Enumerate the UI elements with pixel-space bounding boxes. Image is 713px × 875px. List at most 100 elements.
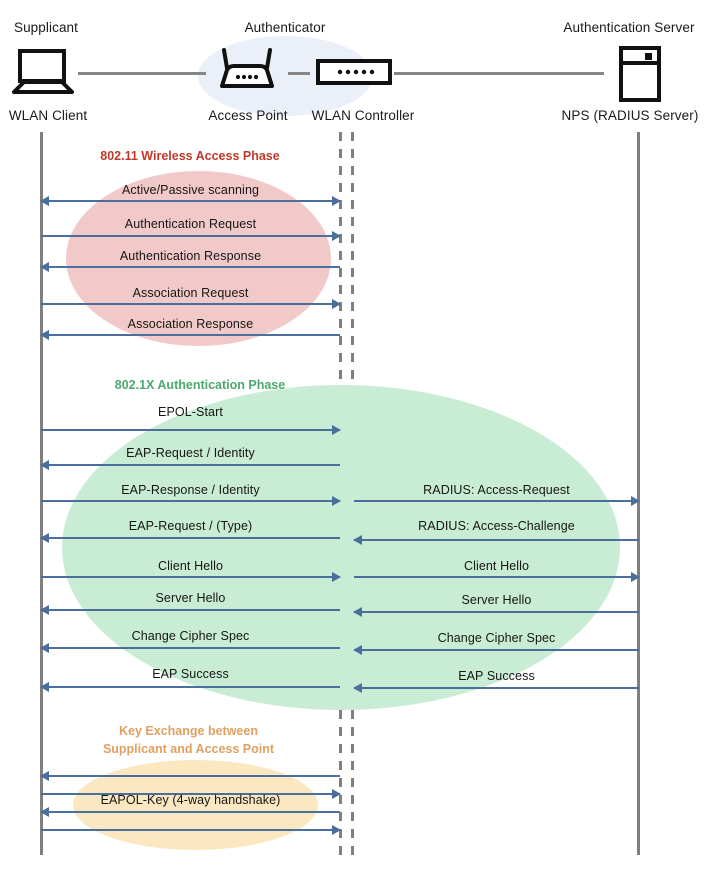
lifeline-supplicant bbox=[40, 132, 43, 855]
arrow-shaft bbox=[41, 647, 340, 649]
arrow-head-left bbox=[353, 645, 362, 655]
arrow-shaft bbox=[41, 500, 340, 502]
lifeline-auth-server bbox=[637, 132, 640, 855]
arrow-shaft bbox=[41, 793, 340, 795]
arrow-head-left bbox=[353, 607, 362, 617]
message-arrow-client-hello-left bbox=[41, 572, 341, 582]
phase-caption-key-exchange-line2: Supplicant and Access Point bbox=[102, 742, 275, 756]
arrow-shaft bbox=[41, 334, 340, 336]
arrow-head-right bbox=[332, 425, 341, 435]
message-label-eapol-key-4way-handshake: EAPOL-Key (4-way handshake) bbox=[100, 793, 281, 807]
laptop-icon bbox=[12, 48, 74, 101]
actor-device-nps-radius-server: NPS (RADIUS Server) bbox=[561, 108, 699, 123]
arrow-shaft bbox=[41, 266, 340, 268]
message-arrow-keyexchange-3 bbox=[40, 807, 340, 817]
message-label-client-hello-left: Client Hello bbox=[157, 559, 224, 573]
message-arrow-association-response bbox=[40, 330, 340, 340]
phase-caption-dot1x-authentication: 802.1X Authentication Phase bbox=[114, 378, 286, 392]
message-label-change-cipher-spec-right: Change Cipher Spec bbox=[437, 631, 556, 645]
arrow-head-right bbox=[332, 825, 341, 835]
actor-role-authentication-server: Authentication Server bbox=[563, 20, 695, 35]
server-icon bbox=[618, 45, 662, 108]
arrow-head-left bbox=[40, 262, 49, 272]
arrow-head-left bbox=[40, 605, 49, 615]
message-arrow-epol-start bbox=[41, 425, 341, 435]
wlan-controller-icon bbox=[316, 58, 392, 91]
message-label-authentication-response: Authentication Response bbox=[119, 249, 262, 263]
arrow-head-right bbox=[332, 196, 341, 206]
arrow-head-left bbox=[353, 683, 362, 693]
wire-controller-to-nps bbox=[394, 72, 604, 75]
message-label-client-hello-right: Client Hello bbox=[463, 559, 530, 573]
arrow-head-right bbox=[332, 572, 341, 582]
message-arrow-keyexchange-2 bbox=[41, 789, 341, 799]
arrow-head-left bbox=[40, 643, 49, 653]
message-arrow-keyexchange-1 bbox=[40, 771, 340, 781]
message-label-eap-response-identity: EAP-Response / Identity bbox=[121, 483, 260, 497]
message-label-epol-start: EPOL-Start bbox=[158, 405, 223, 419]
arrow-shaft bbox=[41, 576, 340, 578]
message-arrow-active-passive-scanning bbox=[40, 196, 341, 206]
arrow-shaft bbox=[354, 649, 639, 651]
arrow-shaft bbox=[41, 537, 340, 539]
message-label-association-response: Association Response bbox=[127, 317, 254, 331]
arrow-head-right bbox=[332, 789, 341, 799]
arrow-shaft bbox=[41, 200, 340, 202]
arrow-shaft bbox=[354, 611, 639, 613]
message-label-eap-request-type: EAP-Request / (Type) bbox=[128, 519, 253, 533]
arrow-shaft bbox=[354, 576, 639, 578]
arrow-shaft bbox=[354, 687, 639, 689]
arrow-shaft bbox=[354, 539, 639, 541]
message-label-association-request: Association Request bbox=[132, 286, 249, 300]
message-arrow-authentication-request bbox=[41, 231, 341, 241]
arrow-head-right bbox=[631, 496, 640, 506]
message-label-eap-success-right: EAP Success bbox=[458, 669, 535, 683]
message-label-server-hello-right: Server Hello bbox=[461, 593, 532, 607]
message-arrow-radius-access-challenge bbox=[353, 535, 639, 545]
arrow-shaft bbox=[41, 303, 340, 305]
actor-role-authenticator: Authenticator bbox=[244, 20, 326, 35]
message-arrow-server-hello-left bbox=[40, 605, 340, 615]
wire-client-to-ap bbox=[78, 72, 206, 75]
arrow-shaft bbox=[41, 464, 340, 466]
arrow-shaft bbox=[41, 686, 340, 688]
arrow-head-left bbox=[40, 460, 49, 470]
arrow-head-right bbox=[332, 231, 341, 241]
message-arrow-change-cipher-spec-right bbox=[353, 645, 639, 655]
message-arrow-keyexchange-4 bbox=[41, 825, 341, 835]
arrow-shaft bbox=[41, 429, 340, 431]
message-arrow-eap-request-type bbox=[40, 533, 340, 543]
wire-ap-to-controller bbox=[288, 72, 310, 75]
arrow-head-left bbox=[40, 771, 49, 781]
message-arrow-eap-response-identity bbox=[41, 496, 341, 506]
actor-device-wlan-client: WLAN Client bbox=[8, 108, 88, 123]
arrow-shaft bbox=[41, 235, 340, 237]
arrow-head-left bbox=[353, 535, 362, 545]
message-arrow-association-request bbox=[41, 299, 341, 309]
arrow-head-right bbox=[631, 572, 640, 582]
message-arrow-eap-success-right bbox=[353, 683, 639, 693]
arrow-head-left bbox=[40, 196, 49, 206]
message-arrow-radius-access-request bbox=[354, 496, 640, 506]
message-arrow-change-cipher-spec-left bbox=[40, 643, 340, 653]
arrow-shaft bbox=[41, 609, 340, 611]
arrow-head-left bbox=[40, 330, 49, 340]
arrow-head-right bbox=[332, 299, 341, 309]
message-arrow-server-hello-right bbox=[353, 607, 639, 617]
arrow-head-left bbox=[40, 807, 49, 817]
message-arrow-eap-request-identity bbox=[40, 460, 340, 470]
message-label-eap-success-left: EAP Success bbox=[152, 667, 229, 681]
message-label-active-passive-scanning: Active/Passive scanning bbox=[121, 183, 260, 197]
message-arrow-eap-success-left bbox=[40, 682, 340, 692]
message-label-authentication-request: Authentication Request bbox=[124, 217, 257, 231]
actor-device-wlan-controller: WLAN Controller bbox=[311, 108, 415, 123]
message-label-server-hello-left: Server Hello bbox=[155, 591, 226, 605]
message-arrow-authentication-response bbox=[40, 262, 340, 272]
message-arrow-client-hello-right bbox=[354, 572, 640, 582]
phase-caption-key-exchange-line1: Key Exchange between bbox=[119, 724, 258, 738]
arrow-head-left bbox=[40, 533, 49, 543]
arrow-shaft bbox=[41, 775, 340, 777]
arrow-shaft bbox=[354, 500, 639, 502]
phase-caption-wireless-access: 802.11 Wireless Access Phase bbox=[100, 149, 280, 163]
